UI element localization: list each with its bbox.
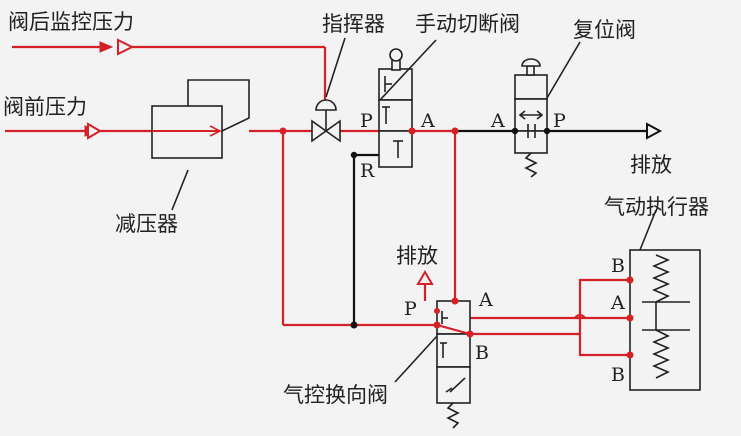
actuator-port-b-top: B xyxy=(611,255,625,277)
pneumatic-valve-label: 气控换向阀 xyxy=(283,383,388,407)
pressure-reducer xyxy=(151,79,250,211)
manual-r-dot xyxy=(350,151,358,159)
junction-283 xyxy=(279,127,287,135)
junction-455 xyxy=(451,127,459,135)
manual-shutoff-valve xyxy=(378,39,437,168)
manual-port-p: P xyxy=(360,110,373,132)
pilot-label: 指挥器 xyxy=(322,12,385,36)
reset-port-a: A xyxy=(490,110,505,132)
junction-354 xyxy=(350,321,358,329)
reset-port-p: P xyxy=(553,110,566,132)
reset-valve-ports xyxy=(511,127,551,135)
actuator-ports xyxy=(626,276,634,359)
pneumatic-actuator xyxy=(629,209,701,391)
manual-valve-ports xyxy=(408,127,416,135)
post-valve-pressure-label: 阀后监控压力 xyxy=(8,10,134,34)
pilot-valve xyxy=(311,37,346,143)
pneu-valve-ports xyxy=(433,297,474,338)
manual-port-a: A xyxy=(420,110,435,132)
inlet-arrows xyxy=(84,41,114,137)
pneu-port-p: P xyxy=(404,298,417,320)
exhaust-right-arrow xyxy=(646,122,663,140)
manual-port-r: R xyxy=(360,160,375,182)
actuator-port-a: A xyxy=(610,292,625,314)
actuator-label: 气动执行器 xyxy=(604,195,709,219)
pneu-valve-red-paths xyxy=(436,324,471,335)
pre-valve-pressure-label: 阀前压力 xyxy=(3,95,87,119)
actuator-port-b-bottom: B xyxy=(611,364,625,386)
open-triangles xyxy=(87,38,434,285)
manual-shutoff-label: 手动切断阀 xyxy=(415,12,520,36)
exhaust-right-label: 排放 xyxy=(630,153,672,177)
pneumatic-changeover-valve xyxy=(394,300,471,429)
pneu-port-b: B xyxy=(475,342,489,364)
exhaust-top-label: 排放 xyxy=(396,244,438,268)
reset-valve xyxy=(514,41,581,178)
reducer-label: 减压器 xyxy=(115,212,178,236)
reset-valve-label: 复位阀 xyxy=(573,18,636,42)
pneu-port-a: A xyxy=(478,289,493,311)
